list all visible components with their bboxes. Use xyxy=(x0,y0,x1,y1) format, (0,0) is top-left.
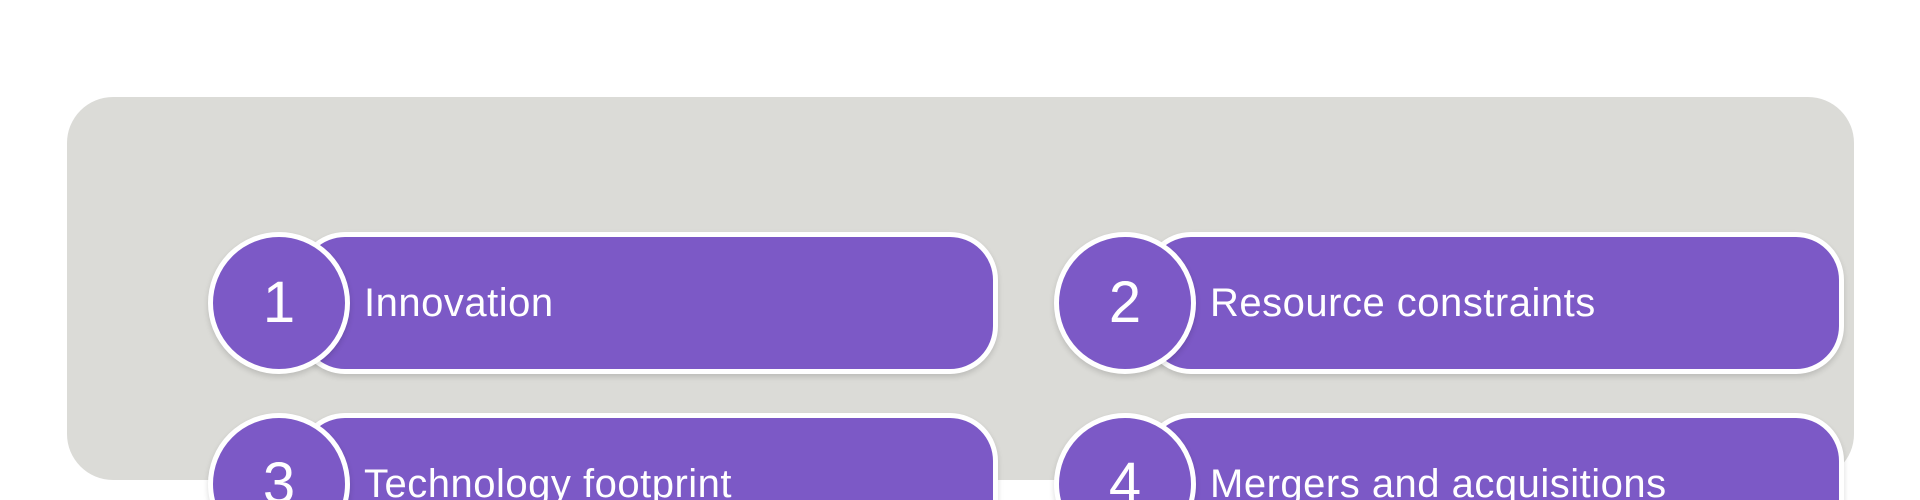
item-pill-2: Resource constraints xyxy=(1143,232,1844,374)
item-label: Innovation xyxy=(364,280,554,325)
item-number: 4 xyxy=(1108,451,1142,500)
list-item-1: Innovation 1 xyxy=(208,232,1056,374)
list-item-4: Mergers and acquisitions 4 xyxy=(1054,413,1902,500)
item-pill-4: Mergers and acquisitions xyxy=(1143,413,1844,500)
item-label: Mergers and acquisitions xyxy=(1210,461,1667,500)
background-panel: Innovation 1 Resource constraints 2 Tech… xyxy=(67,97,1854,500)
item-number-badge-1: 1 xyxy=(208,232,350,374)
list-item-2: Resource constraints 2 xyxy=(1054,232,1902,374)
item-number: 1 xyxy=(262,270,296,335)
item-number-badge-2: 2 xyxy=(1054,232,1196,374)
item-number: 2 xyxy=(1108,270,1142,335)
item-label: Resource constraints xyxy=(1210,280,1596,325)
item-pill-1: Innovation xyxy=(297,232,998,374)
item-pill-3: Technology footprint xyxy=(297,413,998,500)
item-number: 3 xyxy=(262,451,296,500)
list-item-3: Technology footprint 3 xyxy=(208,413,1056,500)
item-label: Technology footprint xyxy=(364,461,733,500)
